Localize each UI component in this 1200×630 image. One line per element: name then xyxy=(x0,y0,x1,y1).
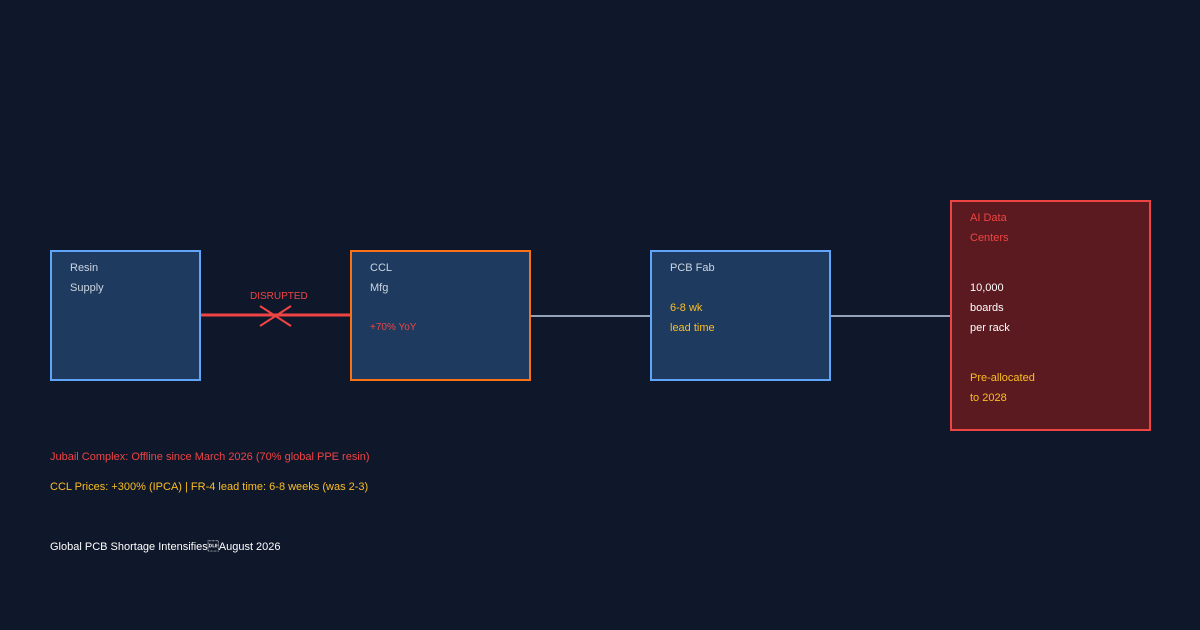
node-stat: boards xyxy=(970,302,1004,314)
node-stat: lead time xyxy=(670,322,715,334)
node-stat: +70% YoY xyxy=(370,322,417,333)
node-note: to 2028 xyxy=(970,392,1007,404)
disrupted-label: DISRUPTED xyxy=(250,291,308,302)
node-note: Pre-allocated xyxy=(970,372,1035,384)
node-stat: 6-8 wk xyxy=(670,302,703,314)
node-label: CCL xyxy=(370,262,393,274)
note-ccl-prices: CCL Prices: +300% (IPCA) | FR-4 lead tim… xyxy=(50,481,369,493)
node-ai-data-centers: AI Data Centers 10,000 boards per rack P… xyxy=(950,200,1151,431)
disrupted-cross-mark xyxy=(259,305,292,327)
node-label: Supply xyxy=(70,282,104,294)
footer-title: Global PCB Shortage IntensifiesAugust 2… xyxy=(50,541,281,553)
node-ccl-mfg: CCL Mfg +70% YoY xyxy=(350,250,531,381)
note-jubail: Jubail Complex: Offline since March 2026… xyxy=(50,451,370,463)
node-label: AI Data xyxy=(970,212,1007,224)
node-pcb-fab: PCB Fab 6-8 wk lead time xyxy=(650,250,831,381)
node-label: PCB Fab xyxy=(670,262,715,274)
node-label: Resin xyxy=(70,262,99,274)
node-label: Centers xyxy=(970,232,1009,244)
node-stat: 10,000 xyxy=(970,282,1004,294)
node-label: Mfg xyxy=(370,282,389,294)
node-resin-supply: Resin Supply xyxy=(50,250,201,381)
node-stat: per rack xyxy=(970,322,1010,334)
